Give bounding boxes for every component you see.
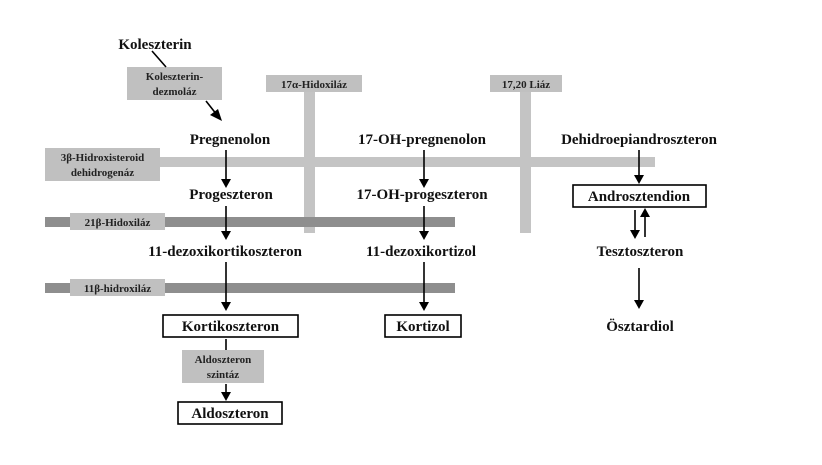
cholesterol-label: Koleszterin xyxy=(118,37,192,53)
progesterone-label: Progeszteron xyxy=(189,187,273,203)
lyase-box xyxy=(490,75,562,92)
hsd-bar xyxy=(45,157,655,167)
hydroxylase11-box xyxy=(70,279,165,296)
oh-pregnenolone-label: 17-OH-pregnenolon xyxy=(358,132,487,148)
hydroxylase17-box xyxy=(266,75,362,92)
lyase-label: 17,20 Liáz xyxy=(502,79,550,91)
testosterone-label: Tesztoszteron xyxy=(597,244,684,260)
androstenedione-to-testosterone-arrow xyxy=(630,210,640,239)
desmolase-label-1: Koleszterin- xyxy=(146,71,204,83)
hydroxylase11-label: 11β-hidroxiláz xyxy=(84,283,151,295)
deoxycortisol-to-cortisol-arrow xyxy=(419,262,429,311)
aldo-synthase-label-1: Aldoszteron xyxy=(195,354,252,366)
estradiol-label: Ösztardiol xyxy=(606,318,674,335)
hydroxylase21-box xyxy=(70,213,165,230)
aldosterone-box xyxy=(177,401,283,425)
oh-progesterone-label: 17-OH-progeszteron xyxy=(356,187,488,203)
aldo-synthase-label-2: szintáz xyxy=(207,369,240,381)
corticosterone-box xyxy=(162,314,299,338)
oh-pregnenolone-to-oh-progesterone-arrow xyxy=(419,150,429,188)
hydroxylase11-bar xyxy=(45,283,455,293)
desmolase-label-2: dezmoláz xyxy=(153,86,197,98)
hsd-label-2: dehidrogenáz xyxy=(71,167,134,179)
dhea-label: Dehidroepiandroszteron xyxy=(561,132,718,148)
desmolase-to-pregnenolone-arrow xyxy=(205,100,222,121)
testosterone-to-estradiol-arrow xyxy=(634,268,644,309)
aldo-synthase-box xyxy=(182,350,264,383)
aldosterone-label: Aldoszteron xyxy=(191,406,269,422)
cortisol-label: Kortizol xyxy=(396,319,449,335)
cholesterol-to-desmolase-line xyxy=(151,50,167,68)
hydroxylase21-label: 21β-Hidoxiláz xyxy=(85,217,151,229)
dhea-to-androstenedione-arrow xyxy=(634,150,644,184)
deoxycorticosterone-label: 11-dezoxikortikoszteron xyxy=(148,244,303,260)
deoxycorticosterone-to-corticosterone-arrow xyxy=(221,262,231,311)
pregnenolone-to-progesterone-arrow xyxy=(221,150,231,188)
androstenedione-label: Androsztendion xyxy=(588,189,691,205)
deoxycortisol-label: 11-dezoxikortizol xyxy=(366,244,476,260)
testosterone-to-androstenedione-arrow xyxy=(640,208,650,237)
pregnenolone-label: Pregnenolon xyxy=(190,132,271,148)
oh-progesterone-to-deoxycortisol-arrow xyxy=(419,206,429,240)
hsd-label-1: 3β-Hidroxisteroid xyxy=(61,152,145,164)
progesterone-to-deoxycorticosterone-arrow xyxy=(221,206,231,240)
hsd-box xyxy=(45,148,160,181)
desmolase-box xyxy=(127,67,222,100)
androstenedione-box xyxy=(572,184,707,208)
cortisol-box xyxy=(384,314,462,338)
hydroxylase21-bar xyxy=(45,217,455,227)
synthase-to-aldosterone-arrow xyxy=(221,384,231,401)
hydroxylase17-label: 17α-Hidoxiláz xyxy=(281,79,347,91)
corticosterone-label: Kortikoszteron xyxy=(182,319,280,335)
